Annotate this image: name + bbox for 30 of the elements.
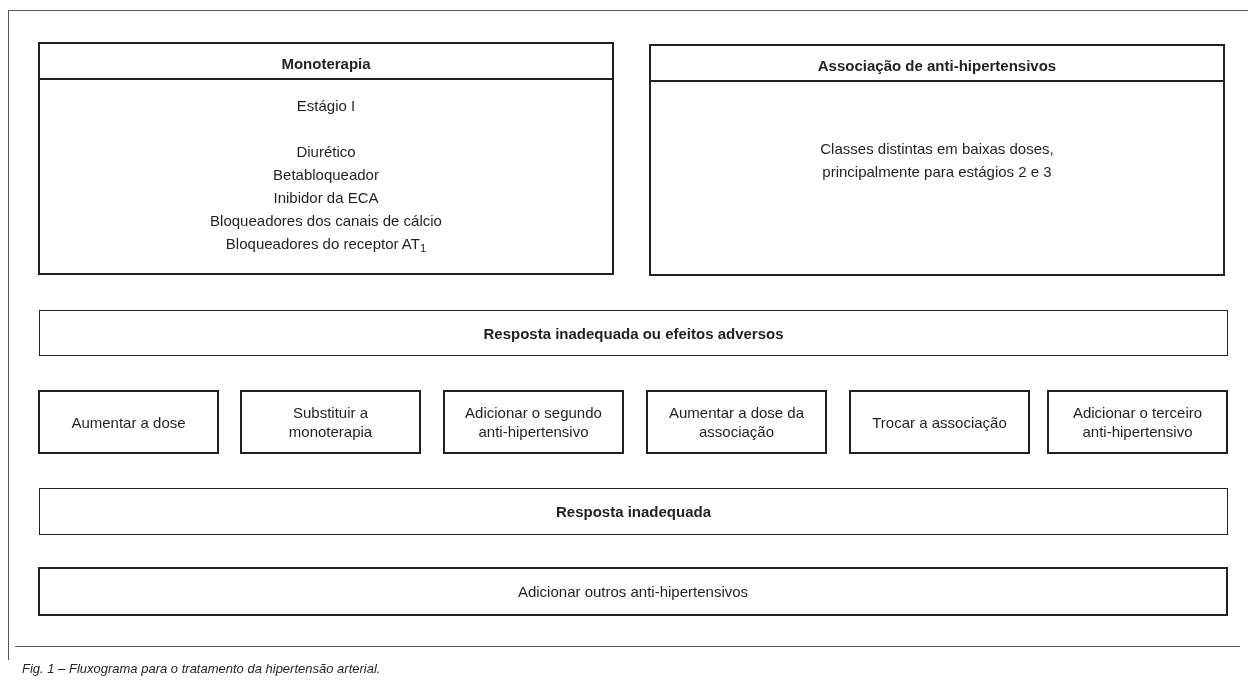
process-box <box>38 567 1228 616</box>
list-item: Estágio I <box>296 96 356 116</box>
box-label: Adicionar o segundo anti-hipertensivo <box>464 403 603 441</box>
process-box <box>849 390 1030 454</box>
process-box <box>38 390 219 454</box>
process-box <box>1047 390 1228 454</box>
box-label: Adicionar o terceiro anti-hipertensivo <box>1071 403 1204 441</box>
box-label: Substituir a monoterapia <box>287 403 374 441</box>
process-box <box>240 390 421 454</box>
box-label: Resposta inadequada <box>555 502 711 521</box>
process-box <box>39 310 1228 356</box>
box-label: Adicionar outros anti-hipertensivos <box>517 582 749 601</box>
panel-heading: Associação de anti-hipertensivos <box>817 55 1057 76</box>
box-label: Trocar a associação <box>872 412 1007 432</box>
box-label: Aumentar a dose da associação <box>667 403 806 441</box>
panel-box <box>38 42 614 275</box>
list-item: Bloqueadores dos canais de cálcio <box>210 211 442 231</box>
process-box <box>443 390 624 454</box>
panel-box <box>649 44 1225 276</box>
box-label: Aumentar a dose <box>71 412 186 432</box>
list-item: Inibidor da ECA <box>273 188 379 208</box>
panel-heading: Monoterapia <box>281 53 371 74</box>
process-box <box>646 390 827 454</box>
list-item: Betabloqueador <box>273 165 379 185</box>
figure-caption: Fig. 1 – Fluxograma para o tratamento da hipertensão arterial. <box>22 660 381 678</box>
list-item: Diurético <box>296 142 356 162</box>
list-item: Bloqueadores do receptor AT$_{1}$ <box>225 234 427 255</box>
process-box <box>39 488 1228 535</box>
list-item: Classes distintas em baixas doses, principalmente para estágios 2 e 3 <box>819 139 1055 182</box>
box-label: Resposta inadequada ou efeitos adversos <box>483 323 784 343</box>
